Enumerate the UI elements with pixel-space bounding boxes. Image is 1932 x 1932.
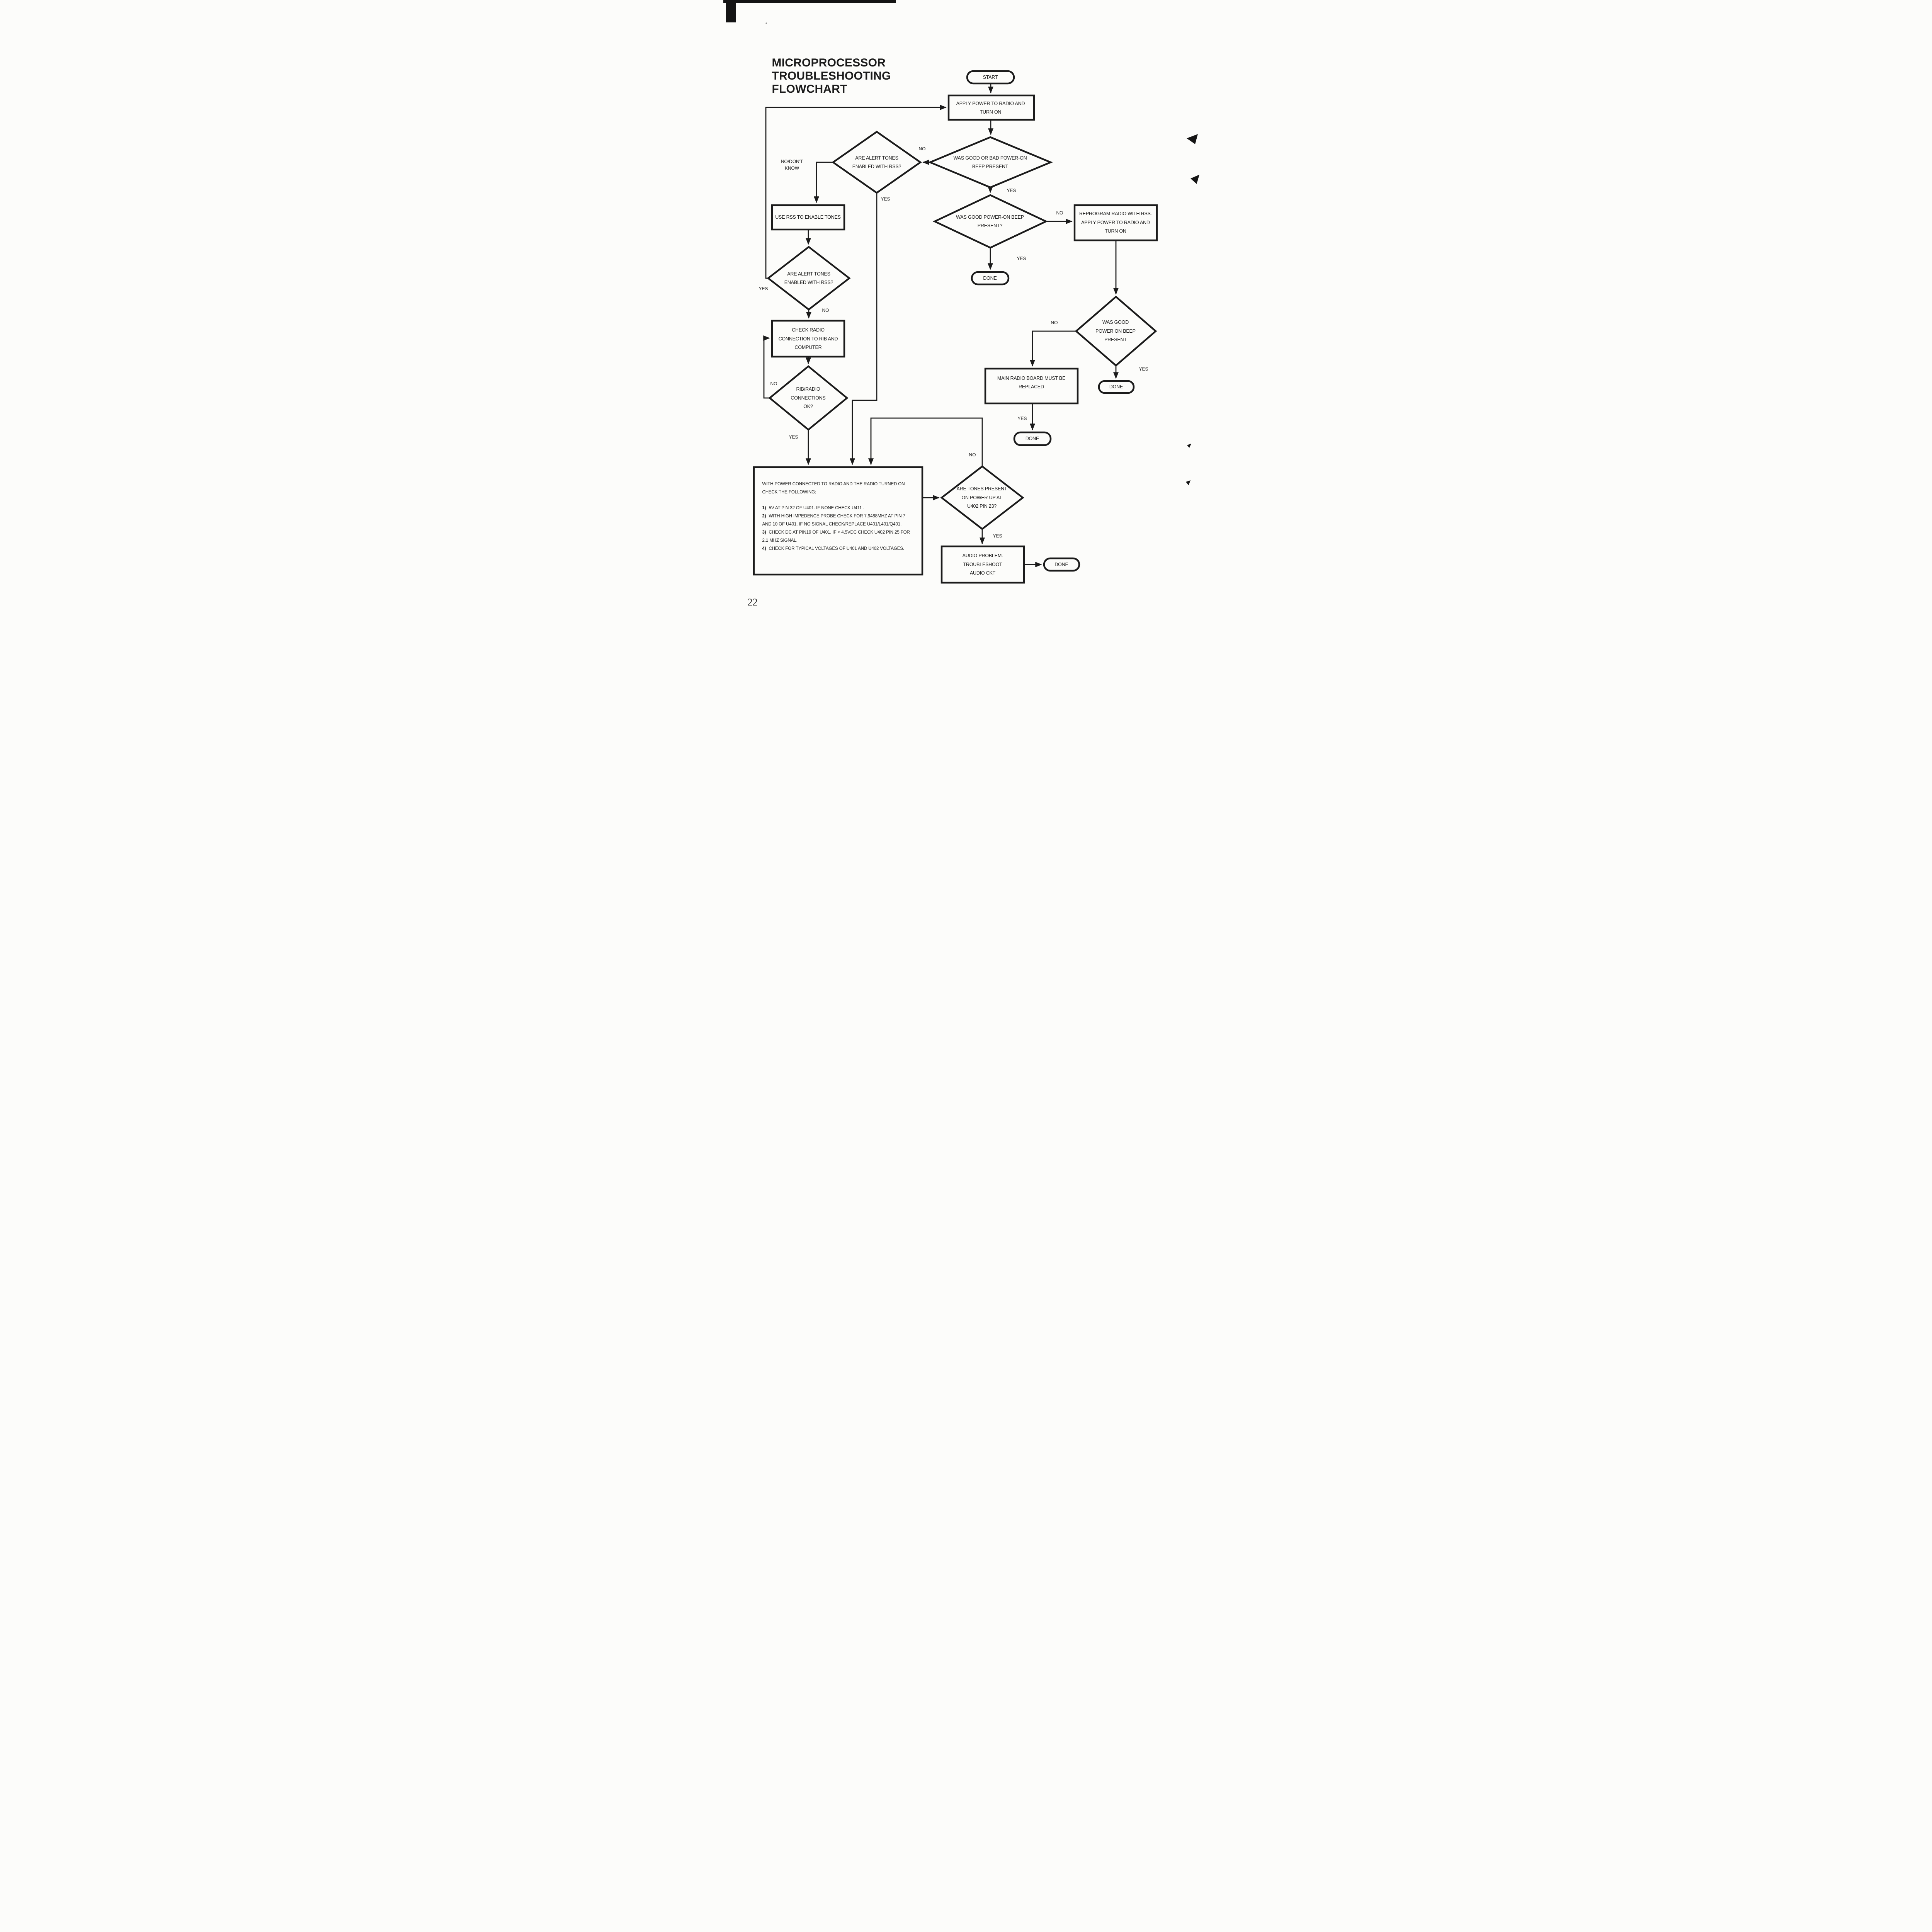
edge-label-no-powerbeep: NO [918,146,926,151]
rib-ok-label: RIB/RADIO CONNECTIONS OK? [791,386,826,410]
scan-artifacts [723,0,1199,485]
edge-label-no-alerttones2: NO [822,308,829,313]
done-2-label: DONE [1109,384,1123,390]
checklist-item-text: 5V AT PIN 32 OF U401. IF NONE CHECK U411… [769,506,864,510]
edge-label-yes-alerttones1: YES [881,196,890,202]
edge-alerttones1-yes-to-checklist [849,193,877,465]
good-beep-label: WAS GOOD POWER-ON BEEP PRESENT? [956,214,1024,229]
edge-label-yes-replace: YES [1017,416,1027,421]
check-rib-box [771,320,845,358]
edge-alerttones2-yes-feedback [765,105,947,279]
checklist-content: WITH POWER CONNECTED TO RADIO AND THE RA… [754,467,922,575]
reprogram-box [1073,204,1158,242]
checklist-item: 4)CHECK FOR TYPICAL VOLTAGES OF U401 AND… [762,545,911,553]
rib-ok-diamond [768,365,849,431]
edge-ribok-no-loop [763,335,770,399]
done-3-label: DONE [1025,436,1039,442]
checklist-item-text: CHECK DC AT PIN19 OF U401. IF < 4.5VDC C… [762,530,910,543]
edge-label-yes-goodbeep: YES [1017,256,1026,261]
edge-label-no-tonespresent: NO [969,452,976,457]
alert-tones-diamond-2 [766,246,851,311]
done-terminator-2 [1098,380,1134,394]
edge-label-no-goodpowerbeep: NO [1051,320,1058,325]
start-label: START [983,74,998,80]
checklist-item: 3)CHECK DC AT PIN19 OF U401. IF < 4.5VDC… [762,529,911,545]
scan-artifact-speck [1185,480,1190,485]
checklist-item-number: 1) [762,506,766,510]
start-terminator-shape [966,70,1015,85]
replace-board-box [984,367,1078,405]
edge-label-no-ribok: NO [770,381,777,386]
flowchart-page: MICROPROCESSOR TROUBLESHOOTING FLOWCHART… [723,0,1209,639]
edge-alerttones1-no-down [813,162,833,203]
node-shapes [753,70,1158,584]
audio-problem-box [940,545,1025,584]
use-rss-box [771,204,845,231]
edge-label-yes-goodpowerbeep: YES [1139,366,1148,372]
power-beep-diamond [927,136,1053,189]
edge-label-yes-ribok: YES [789,434,798,440]
edge-label-yes-tonespresent: YES [993,533,1002,539]
checklist-box [753,466,923,576]
done-4-label: DONE [1054,561,1068,567]
audio-problem-label: AUDIO PROBLEM. TROUBLESHOOT AUDIO CKT [962,553,1003,576]
good-beep-diamond [932,194,1048,249]
alert-tones-diamond-1 [831,131,922,194]
checklist-intro: WITH POWER CONNECTED TO RADIO AND THE RA… [762,482,905,495]
chart-title-line: MICROPROCESSOR [772,56,886,69]
tones-present-label: ARE TONES PRESENT ON POWER UP AT U402 PI… [956,486,1007,509]
good-power-beep-diamond [1075,296,1157,367]
replace-board-label: MAIN RADIO BOARD MUST BE REPLACED [997,375,1066,390]
edge-label-no-goodbeep: NO [1056,210,1063,216]
alert-tones-2-label: ARE ALERT TONES ENABLED WITH RSS? [784,271,833,286]
chart-title-line: FLOWCHART [772,83,847,95]
page-number: 22 [747,597,758,608]
scan-artifact-speck [1187,444,1191,448]
chart-title-line: TROUBLESHOOTING [772,70,891,82]
tones-present-diamond [940,465,1024,530]
chart-title: MICROPROCESSOR TROUBLESHOOTING FLOWCHART [772,56,891,96]
edge-powerbeep2-no [1029,330,1076,367]
checklist-item-number: 4) [762,546,766,551]
checklist-item-text: WITH HIGH IMPEDENCE PROBE CHECK FOR 7.94… [762,514,905,527]
edge-tonespresent-no-loop [868,417,983,466]
done-terminator-1 [971,271,1009,286]
checklist-item: 2)WITH HIGH IMPEDENCE PROBE CHECK FOR 7.… [762,512,911,529]
use-rss-label: USE RSS TO ENABLE TONES [775,214,841,220]
scan-artifact-speck [1186,134,1198,144]
scan-artifact-left-bar [726,0,736,22]
done-1-label: DONE [983,275,997,281]
checklist-item-text: CHECK FOR TYPICAL VOLTAGES OF U401 AND U… [769,546,905,551]
checklist-item-number: 3) [762,530,766,535]
check-rib-label: CHECK RADIO CONNECTION TO RIB AND COMPUT… [778,327,838,350]
alert-tones-1-label: ARE ALERT TONES ENABLED WITH RSS? [852,155,901,170]
edge-label-yes-alerttones2: YES [759,286,768,291]
apply-power-label: APPLY POWER TO RADIO AND TURN ON [956,100,1025,115]
checklist-item-number: 2) [762,514,766,519]
edge-label-yes-powerbeep: YES [1007,188,1016,193]
flowchart-diagram [723,0,1199,584]
edge-label-no-dont-know: NO/DON'T KNOW [781,159,803,171]
good-power-beep-label: WAS GOOD POWER ON BEEP PRESENT [1095,320,1136,343]
scan-artifact-dot [765,22,767,24]
done-terminator-4 [1043,557,1080,572]
apply-power-box [947,94,1035,121]
reprogram-label: REPROGRAM RADIO WITH RSS. APPLY POWER TO… [1079,211,1152,234]
checklist-item: 1)5V AT PIN 32 OF U401. IF NONE CHECK U4… [762,504,911,512]
done-terminator-3 [1013,431,1051,446]
scan-artifact-top-strip [723,0,896,3]
power-beep-label: WAS GOOD OR BAD POWER-ON BEEP PRESENT [953,155,1027,170]
scan-artifact-speck [1190,175,1199,184]
